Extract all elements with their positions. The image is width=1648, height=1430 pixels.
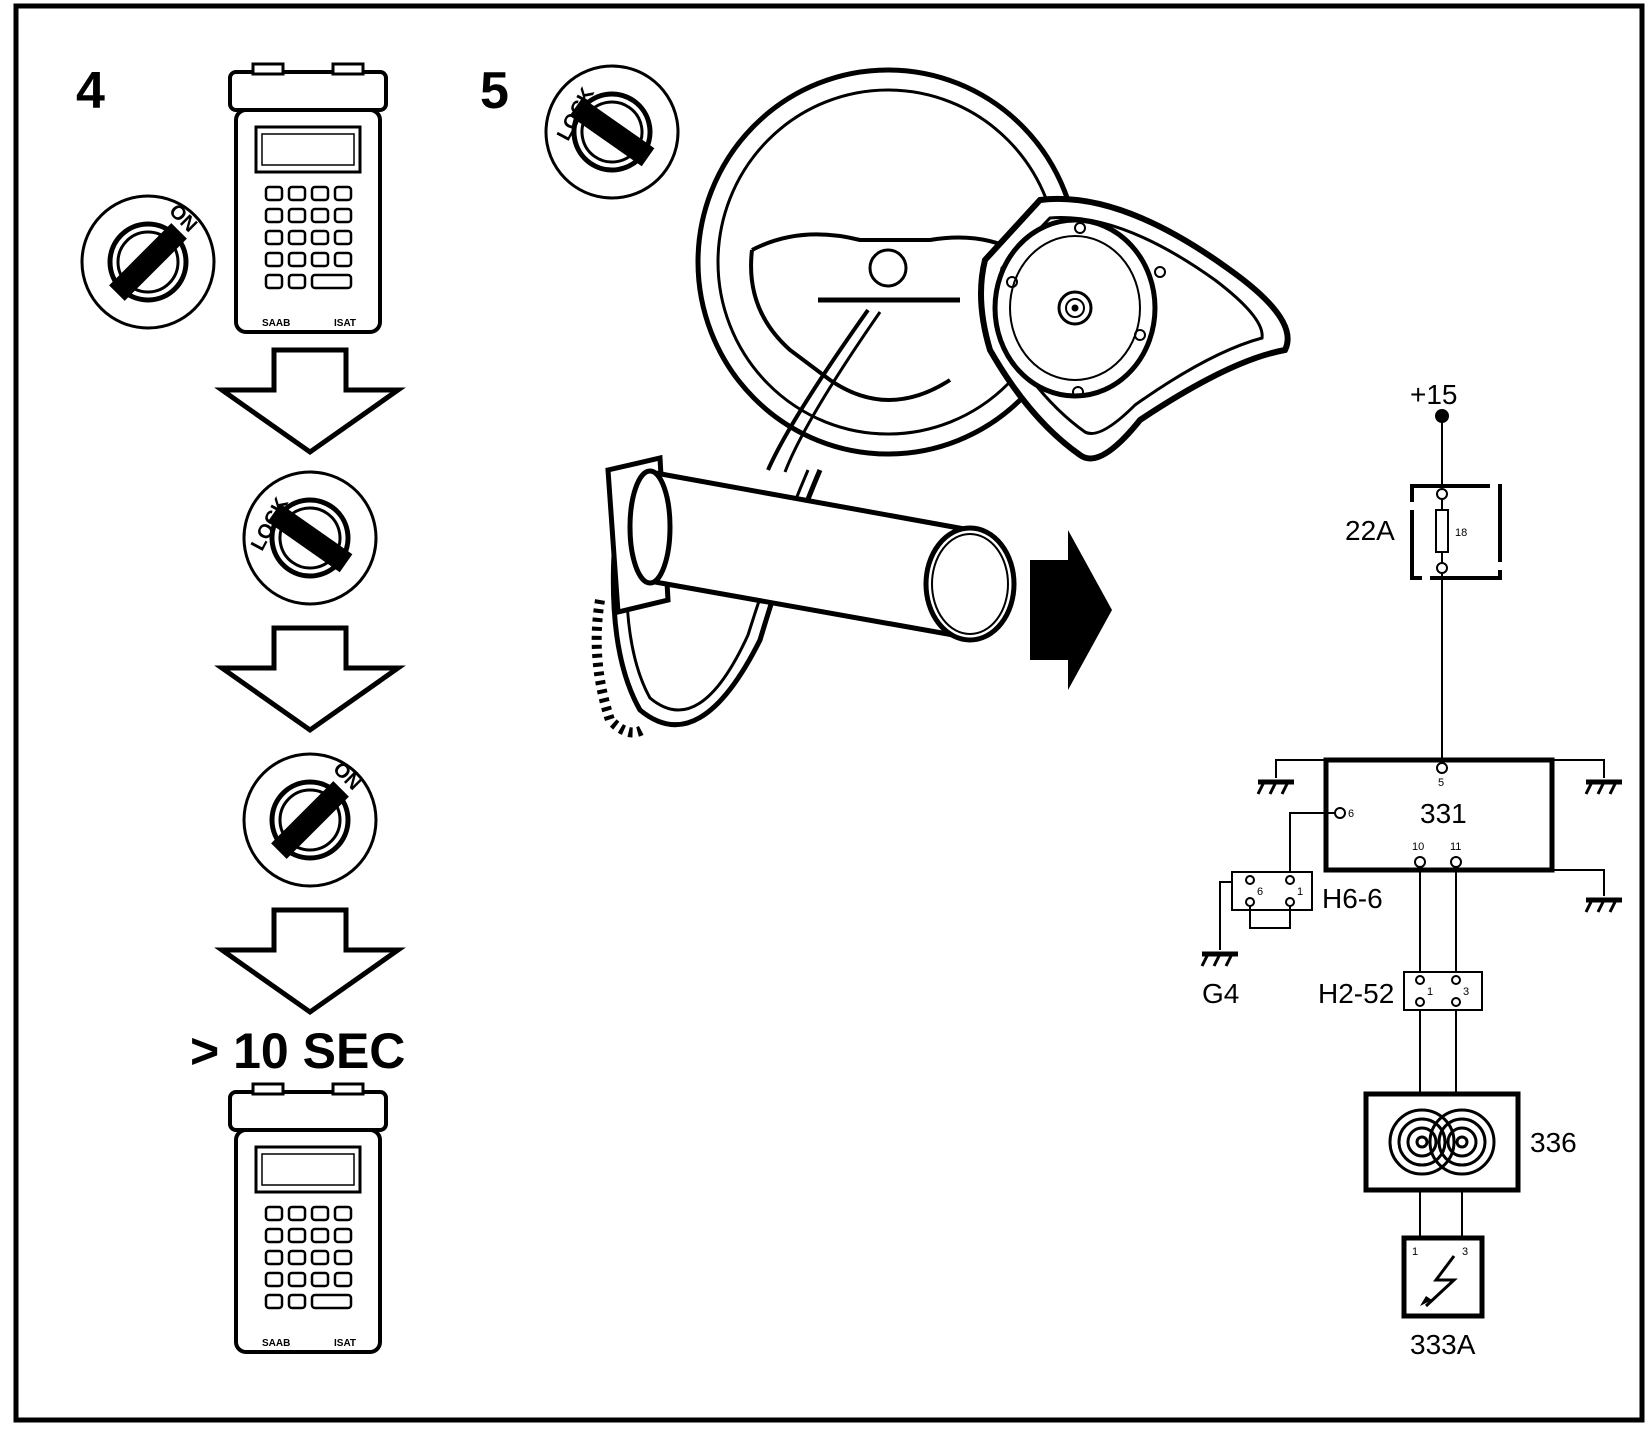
ecu-pin-10: 10 — [1412, 841, 1424, 853]
h2-pin-1: 1 — [1427, 986, 1433, 998]
h6-pin-6: 6 — [1257, 886, 1263, 898]
down-arrow-2 — [222, 628, 398, 730]
tester-brand-bottom: SAAB — [262, 1338, 290, 1349]
control-unit-box — [1323, 757, 1555, 873]
fuse-label: 22A — [1345, 515, 1395, 546]
control-unit-label: 331 — [1420, 798, 1467, 829]
down-arrow-3 — [222, 910, 398, 1012]
wait-time-label: > 10 SEC — [190, 1023, 405, 1079]
down-arrow-1 — [222, 350, 398, 452]
step-5-number: 5 — [480, 62, 509, 120]
ground-g4-label: G4 — [1202, 978, 1239, 1009]
solid-right-arrow — [1030, 530, 1112, 690]
ground-symbol-left — [1258, 782, 1294, 794]
diagnostic-tester-top — [228, 62, 388, 334]
contact-reel-box — [1363, 1091, 1521, 1193]
fuse-element — [1435, 509, 1449, 553]
ignition-lock-icon — [218, 446, 402, 630]
h6-pin-1: 1 — [1297, 886, 1303, 898]
airbag-pin-1: 1 — [1412, 1246, 1418, 1258]
airbag-unit-box — [1401, 1235, 1485, 1319]
ignition-lock-icon-step5 — [520, 40, 704, 224]
ground-symbol-g4 — [1202, 954, 1238, 966]
ground-symbol-right-bottom — [1586, 900, 1622, 912]
contact-reel-label: 336 — [1530, 1127, 1577, 1158]
tester-model-bottom: ISAT — [334, 1338, 356, 1349]
ecu-pin-5: 5 — [1438, 777, 1444, 789]
ground-symbol-right-top — [1586, 782, 1622, 794]
supply-label: +15 — [1410, 379, 1458, 410]
airbag-unit-label: 333A — [1410, 1329, 1476, 1360]
connector-h2-box — [1403, 971, 1483, 1011]
tester-model-top: ISAT — [334, 318, 356, 329]
connector-h6-label: H6-6 — [1322, 883, 1383, 914]
fuse-number: 18 — [1455, 527, 1467, 539]
airbag-module — [978, 195, 1291, 462]
figure-border — [13, 3, 1645, 1423]
ecu-pin-11: 11 — [1450, 841, 1461, 853]
ignition-on-icon-middle — [217, 727, 404, 914]
ignition-on-icon-top — [55, 169, 242, 356]
contact-reel-coils — [1388, 1108, 1496, 1176]
connector-cylinder — [605, 454, 1017, 643]
ecu-pin-6: 6 — [1348, 808, 1354, 820]
diagnostic-tester-bottom — [228, 1082, 388, 1354]
airbag-pin-3: 3 — [1462, 1246, 1468, 1258]
h2-pin-3: 3 — [1463, 986, 1469, 998]
fuse-box — [1410, 484, 1502, 580]
connector-h2-label: H2-52 — [1318, 978, 1394, 1009]
airbag-ignitor-icon — [1424, 1255, 1458, 1308]
connector-h6-box — [1231, 871, 1313, 911]
step-4-number: 4 — [76, 62, 105, 120]
tester-brand-top: SAAB — [262, 318, 290, 329]
